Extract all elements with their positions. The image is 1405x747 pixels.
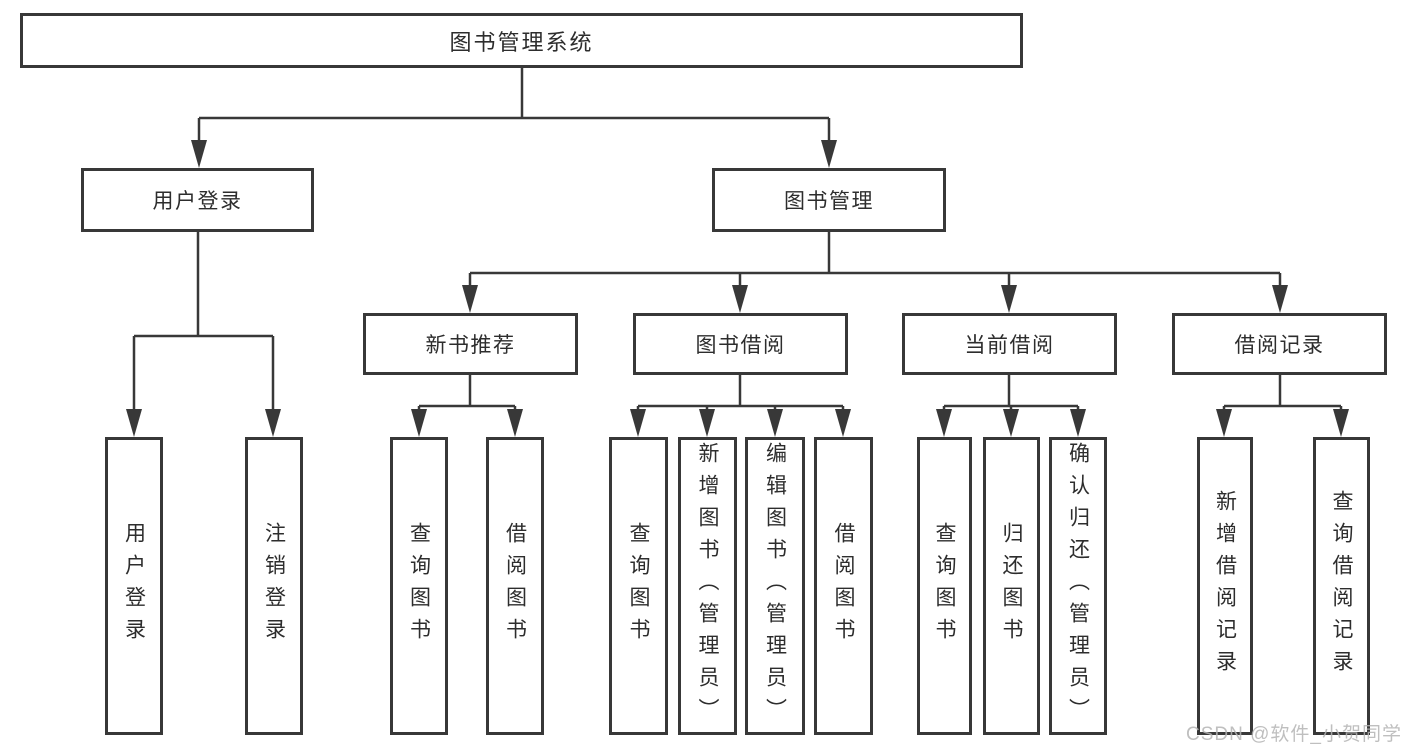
csdn-watermark: CSDN @软件_小贺同学 — [1186, 724, 1402, 745]
node-book-management: 图书管理 — [712, 168, 946, 232]
node-label: 归还图书 — [1000, 522, 1023, 650]
node-logout: 注销登录 — [245, 437, 303, 735]
node-label: 查询借阅记录 — [1330, 490, 1353, 682]
node-label: 确认归还（管理员） — [1066, 442, 1090, 730]
node-label: 用户登录 — [122, 522, 146, 650]
node-library-management-system: 图书管理系统 — [20, 13, 1023, 68]
node-add-borrow-record: 新增借阅记录 — [1197, 437, 1253, 735]
node-label: 新增借阅记录 — [1213, 490, 1237, 682]
node-user-login: 用户登录 — [105, 437, 163, 735]
node-label: 图书借阅 — [695, 334, 786, 357]
node-label: 查询图书 — [627, 522, 650, 650]
node-label: 图书管理 — [784, 190, 874, 213]
node-query-borrow-record: 查询借阅记录 — [1313, 437, 1370, 735]
node-label: 用户登录 — [152, 190, 243, 213]
node-label: 借阅图书 — [503, 522, 527, 650]
node-label: 编辑图书（管理员） — [763, 442, 787, 730]
node-return-books: 归还图书 — [983, 437, 1040, 735]
node-label: 图书管理系统 — [449, 29, 594, 55]
arrowhead-icons — [126, 140, 1349, 437]
node-label: 查询图书 — [933, 522, 956, 650]
node-query-books-current: 查询图书 — [917, 437, 972, 735]
node-borrow-books-recommend: 借阅图书 — [486, 437, 544, 735]
node-add-books-admin: 新增图书（管理员） — [678, 437, 737, 735]
node-label: 当前借阅 — [964, 334, 1055, 357]
node-current-borrowing: 当前借阅 — [902, 313, 1117, 375]
node-new-book-recommendation: 新书推荐 — [363, 313, 578, 375]
node-label: 新书推荐 — [425, 334, 516, 357]
node-label: 借阅图书 — [832, 522, 855, 650]
node-query-books-recommend: 查询图书 — [390, 437, 448, 735]
node-query-books-borrow: 查询图书 — [609, 437, 668, 735]
node-label: 新增图书（管理员） — [696, 442, 719, 730]
node-edit-books-admin: 编辑图书（管理员） — [745, 437, 805, 735]
node-borrowing-records: 借阅记录 — [1172, 313, 1387, 375]
node-label: 借阅记录 — [1234, 334, 1325, 357]
node-user-login-group: 用户登录 — [81, 168, 314, 232]
node-label: 注销登录 — [262, 522, 286, 650]
node-label: 查询图书 — [407, 522, 431, 650]
node-book-borrowing: 图书借阅 — [633, 313, 848, 375]
node-confirm-return-admin: 确认归还（管理员） — [1049, 437, 1107, 735]
node-borrow-books: 借阅图书 — [814, 437, 873, 735]
